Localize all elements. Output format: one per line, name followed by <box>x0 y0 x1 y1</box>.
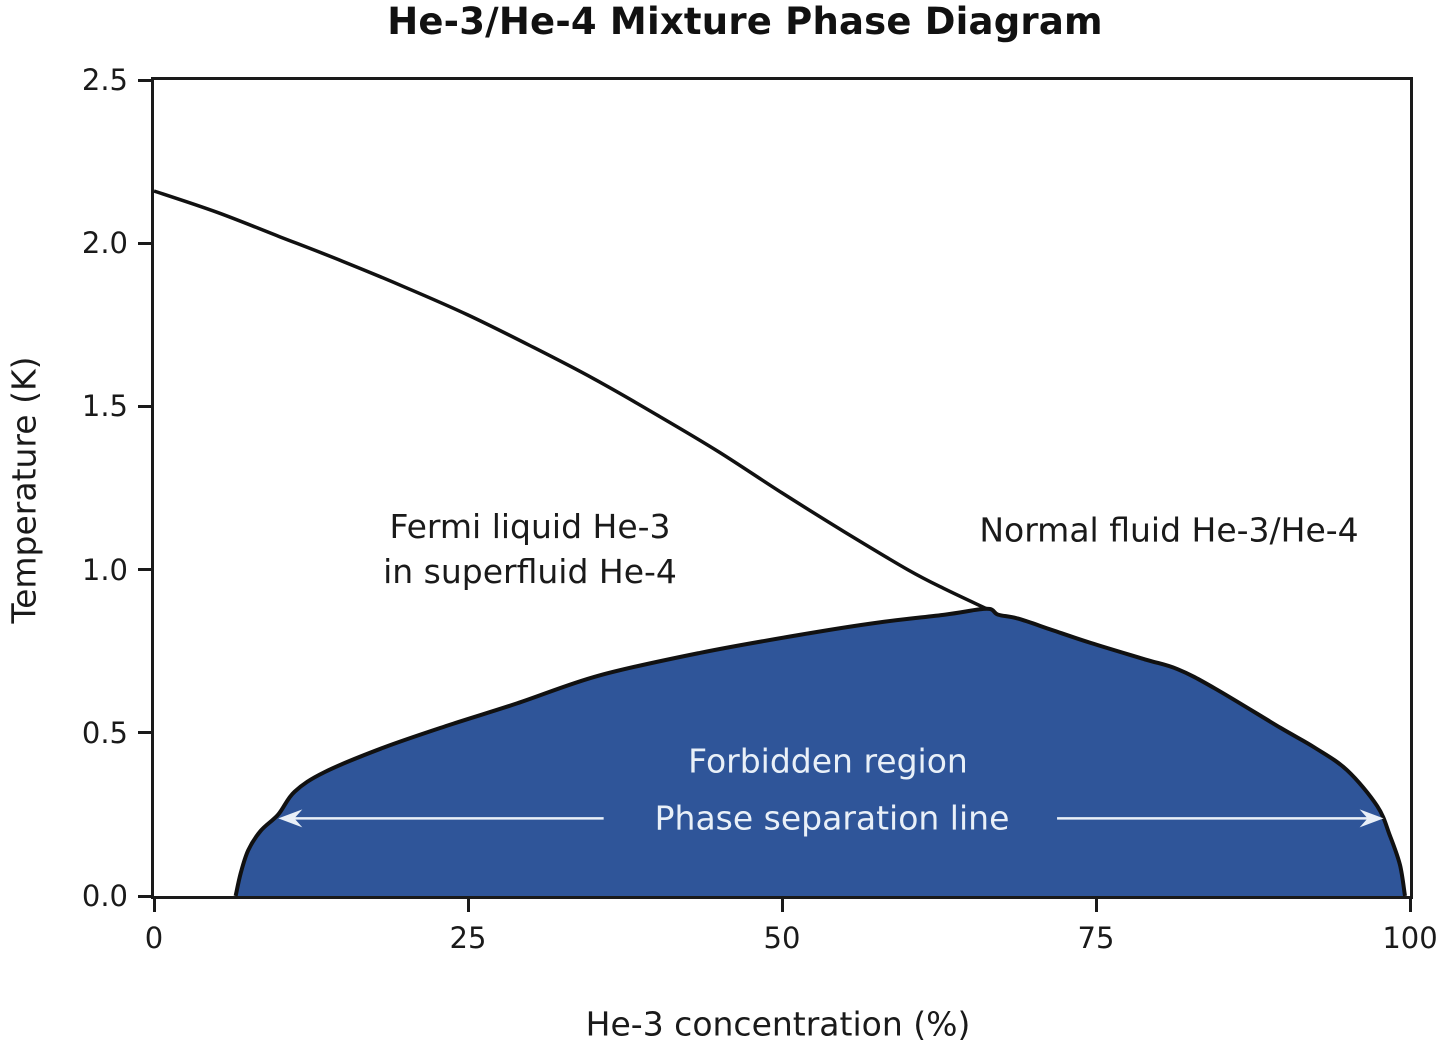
x-axis-label: He-3 concentration (%) <box>585 1004 971 1041</box>
y-tick-label: 0.5 <box>81 715 128 750</box>
x-tick-label: 50 <box>763 921 801 955</box>
x-tick-mark <box>1408 899 1412 912</box>
x-tick-mark <box>780 899 784 912</box>
y-tick-label: 1.0 <box>81 552 128 587</box>
x-tick-mark <box>466 899 470 912</box>
label-fermi-liquid-line1: Fermi liquid He-3 <box>389 507 671 546</box>
arrowhead-right-icon <box>1359 809 1384 828</box>
label-fermi-liquid: Fermi liquid He-3 in superfluid He-4 <box>383 504 677 594</box>
y-tick-mark <box>138 404 151 408</box>
chart-canvas <box>153 189 1407 897</box>
y-tick-label: 2.5 <box>81 63 128 97</box>
phase-separation-region-fill <box>235 608 1406 896</box>
x-tick-label: 100 <box>1382 921 1438 955</box>
x-tick-mark <box>1094 899 1098 912</box>
lambda-line-path <box>153 189 988 611</box>
x-tick-label: 0 <box>144 921 164 955</box>
y-tick-mark <box>138 894 151 898</box>
y-tick-mark <box>138 78 151 82</box>
phase-separation-region-outline <box>233 606 1407 897</box>
y-tick-label: 2.0 <box>81 226 128 261</box>
arrowhead-left-icon <box>278 809 303 828</box>
label-forbidden-region: Forbidden region <box>688 741 968 781</box>
y-tick-mark <box>138 568 151 572</box>
x-tick-label: 25 <box>449 921 487 955</box>
label-fermi-liquid-line2: in superfluid He-4 <box>383 552 677 591</box>
y-tick-label: 0.0 <box>81 879 128 913</box>
x-tick-label: 75 <box>1077 921 1115 955</box>
label-phase-separation-line: Phase separation line <box>654 798 1010 838</box>
y-tick-label: 1.5 <box>81 389 128 424</box>
y-tick-mark <box>138 241 151 245</box>
label-normal-fluid: Normal fluid He-3/He-4 <box>979 510 1359 550</box>
y-axis-label: Temperature (K) <box>4 356 44 624</box>
x-tick-mark <box>152 899 156 912</box>
y-tick-mark <box>138 731 151 735</box>
plot-area <box>151 77 1413 899</box>
chart-title: He-3/He-4 Mixture Phase Diagram <box>387 0 1103 43</box>
